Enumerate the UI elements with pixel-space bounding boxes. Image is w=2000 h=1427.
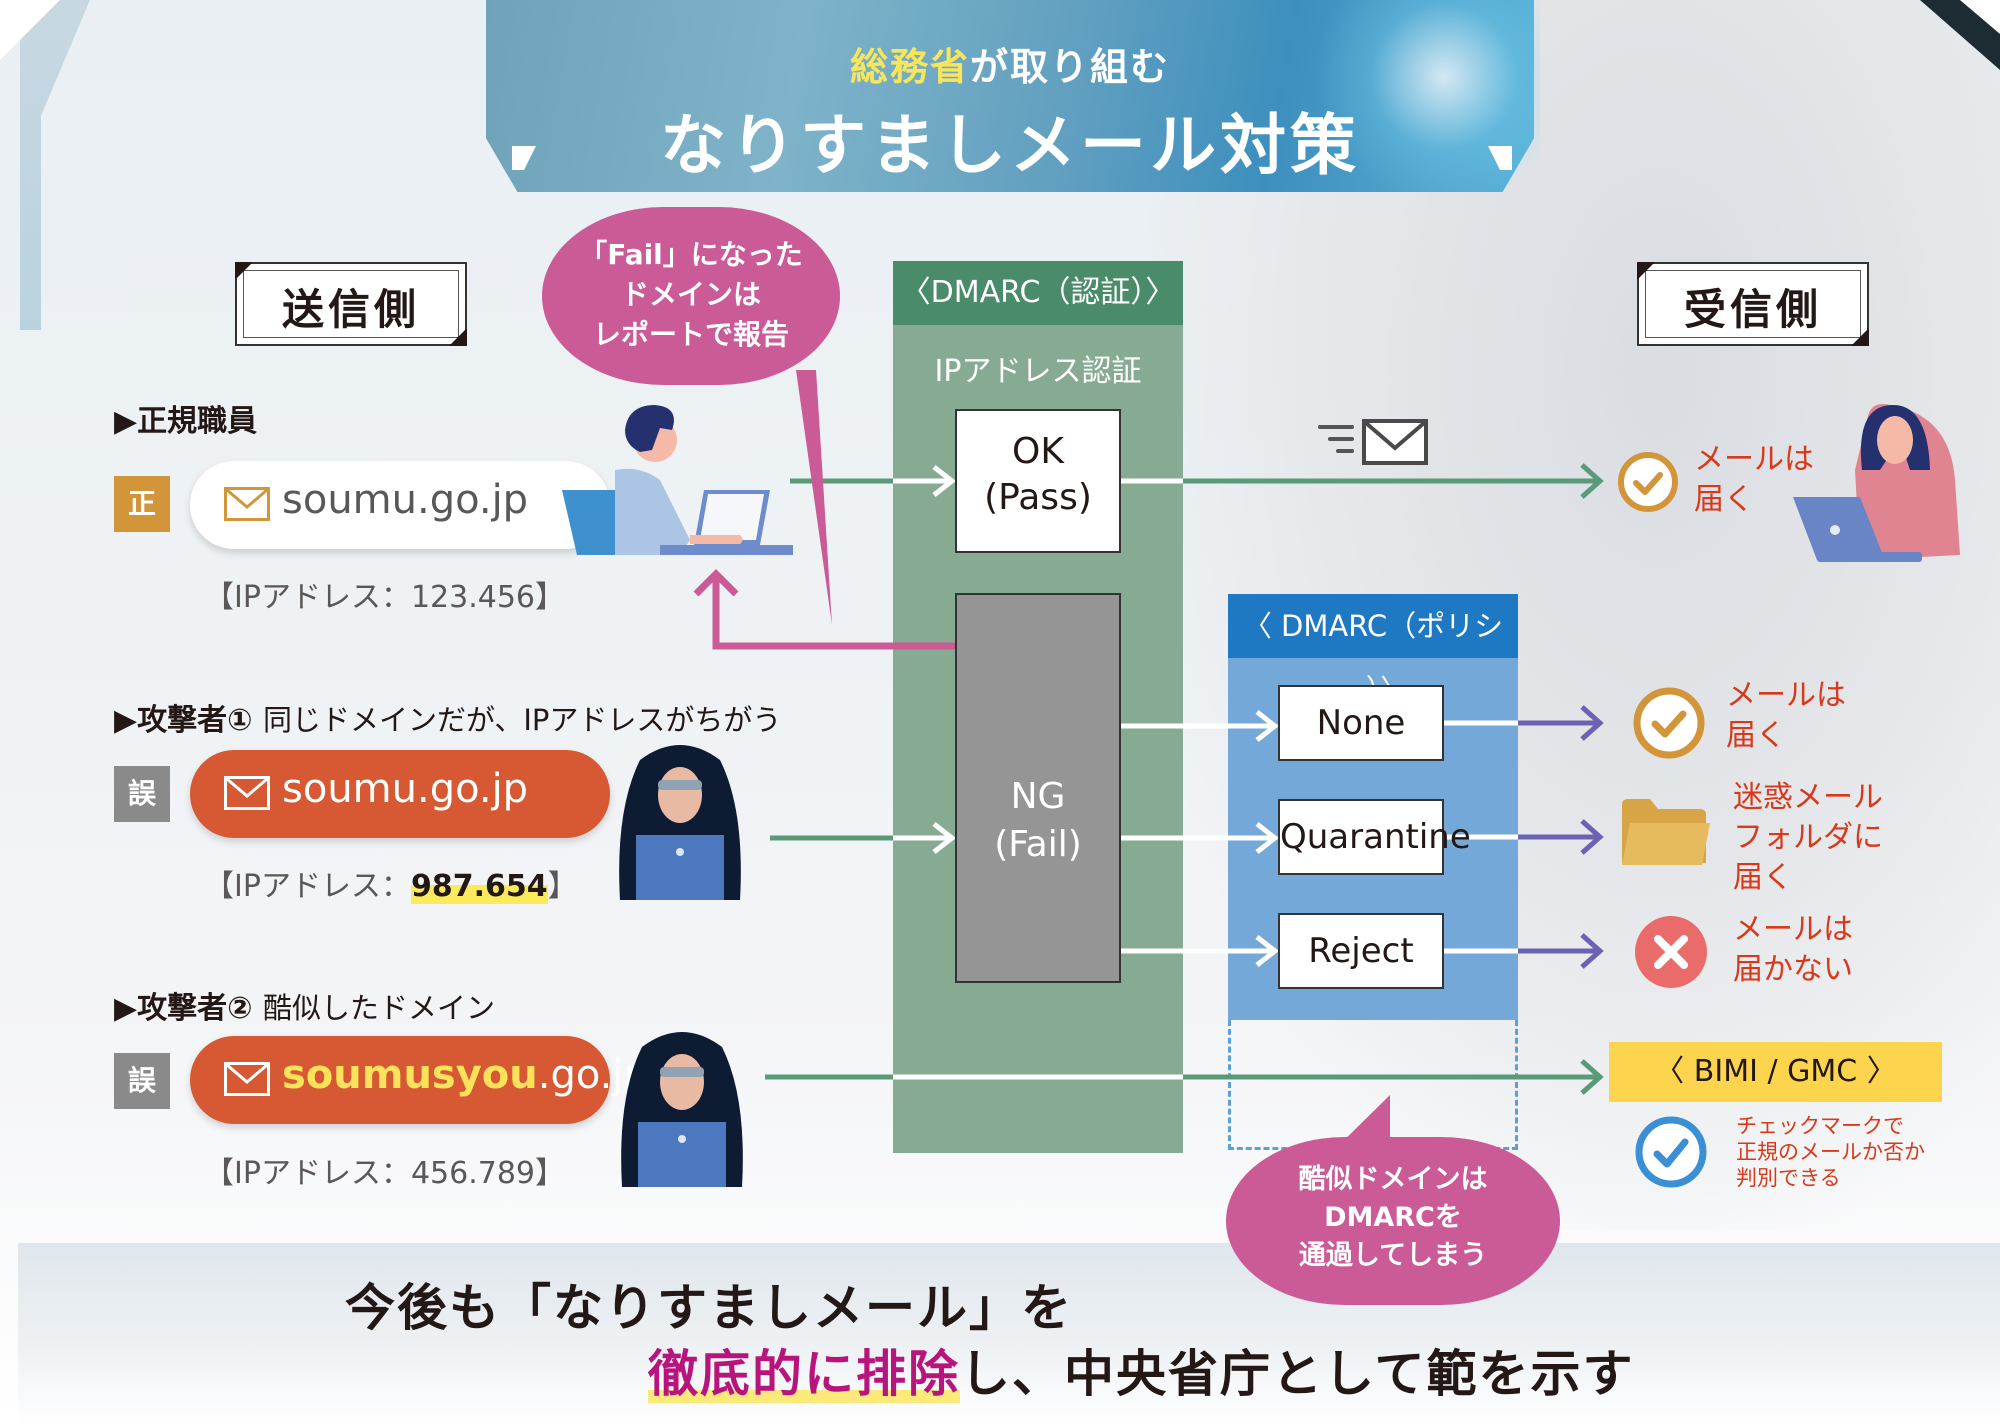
sender-side-text: 送信側 bbox=[281, 285, 420, 334]
banner-triangle-right bbox=[1488, 146, 1512, 170]
attacker-2-ip-address: 【IPアドレス：456.789】 bbox=[204, 1156, 566, 1191]
reject-result-text: メールは届かない bbox=[1733, 912, 1853, 987]
folder-icon bbox=[1622, 799, 1710, 865]
corner-triangle-top-left bbox=[0, 0, 60, 60]
receiver-side-text: 受信側 bbox=[1683, 285, 1822, 334]
receiver-illustration bbox=[1793, 404, 1960, 562]
report-arrow bbox=[712, 575, 955, 650]
sent-mail-icon bbox=[1318, 419, 1428, 465]
legit-domain: soumu.go.jp bbox=[282, 477, 529, 523]
receiver-side-label: 受信側 bbox=[1637, 262, 1869, 346]
bimi-description: チェックマークで正規のメールか否か判別できる bbox=[1736, 1114, 1925, 1190]
x-circle-icon bbox=[1635, 916, 1707, 988]
attacker-1-illustration bbox=[619, 745, 741, 900]
check-circle-icon bbox=[1633, 687, 1705, 759]
footer-line-1: 今後も「なりすましメール」を bbox=[345, 1279, 1073, 1337]
dmarc-auth-header: 〈DMARC（認証）〉 bbox=[893, 261, 1183, 325]
ok-pass-box: OK(Pass) bbox=[955, 409, 1121, 553]
similar-domain-highlight: soumusyou bbox=[282, 1052, 538, 1098]
bubble-tail-report bbox=[796, 370, 832, 625]
attacker-1-domain: soumu.go.jp bbox=[282, 766, 529, 812]
policy-none-box: None bbox=[1278, 685, 1444, 761]
arrowhead bbox=[1255, 935, 1280, 967]
arrowhead bbox=[693, 569, 739, 597]
footer-band bbox=[18, 1243, 2000, 1427]
bimi-gmc-label: 〈 BIMI / GMC 〉 bbox=[1609, 1042, 1942, 1102]
legit-ip-address: 【IPアドレス：123.456】 bbox=[204, 580, 566, 615]
envelope-icon bbox=[224, 487, 270, 521]
none-result-text: メールは届く bbox=[1726, 678, 1846, 753]
sender-side-label: 送信側 bbox=[235, 262, 467, 346]
arrowhead bbox=[932, 465, 957, 497]
arrowhead bbox=[1580, 463, 1604, 499]
envelope-icon bbox=[224, 776, 270, 810]
arrowhead bbox=[1580, 1059, 1604, 1095]
report-speech-bubble: 「Fail」になったドメインはレポートで報告 bbox=[542, 207, 840, 385]
ip-auth-label: IPアドレス認証 bbox=[934, 354, 1142, 389]
arrowhead bbox=[1580, 705, 1604, 741]
ip-highlight: 987.654 bbox=[410, 869, 548, 904]
sender-heading-attacker-2: ▶攻撃者② 酷似したドメイン bbox=[114, 991, 495, 1026]
arrowhead bbox=[1255, 710, 1280, 742]
header-subtitle-highlight: 総務省 bbox=[849, 45, 970, 89]
footer-line-2: 徹底的に排除し、中央省庁として範を示す bbox=[648, 1345, 1635, 1403]
policy-quarantine-box: Quarantine bbox=[1278, 799, 1471, 875]
header-subtitle: 総務省が取り組む bbox=[486, 36, 1534, 91]
quarantine-result-text: 迷惑メールフォルダに届く bbox=[1733, 780, 1883, 895]
sender-heading-attacker-1: ▶攻撃者① 同じドメインだが、IPアドレスがちがう bbox=[114, 703, 782, 738]
policy-reject-box: Reject bbox=[1278, 913, 1444, 989]
envelope-icon bbox=[224, 1062, 270, 1096]
blue-check-circle-icon bbox=[1635, 1116, 1707, 1188]
arrowhead bbox=[1580, 933, 1604, 969]
banner-triangle-left bbox=[512, 146, 536, 170]
legit-badge: 正 bbox=[114, 476, 170, 532]
ng-fail-box: NG(Fail) bbox=[955, 593, 1121, 983]
attacker-2-illustration bbox=[621, 1032, 743, 1187]
attacker-2-domain: soumusyou.go.jp bbox=[282, 1052, 649, 1098]
footer-emphasis: 徹底的に排除 bbox=[648, 1345, 960, 1403]
arrowhead bbox=[1580, 819, 1604, 855]
arrowhead bbox=[932, 822, 957, 854]
page-title: なりすましメール対策 bbox=[660, 107, 1360, 184]
legit-email-pill: soumu.go.jp bbox=[190, 461, 610, 549]
header-subtitle-rest: が取り組む bbox=[970, 45, 1171, 89]
attacker-2-badge: 誤 bbox=[114, 1053, 170, 1109]
arrowhead bbox=[1255, 822, 1280, 854]
attacker-1-badge: 誤 bbox=[114, 766, 170, 822]
check-circle-icon bbox=[1618, 452, 1678, 512]
legit-result-text: メールは届く bbox=[1694, 442, 1814, 517]
legit-sender-illustration bbox=[562, 405, 793, 555]
attacker-1-ip-address: 【IPアドレス：987.654】 bbox=[204, 869, 578, 904]
attacker-2-email-pill: soumusyou.go.jp bbox=[190, 1036, 649, 1124]
attacker-1-email-pill: soumu.go.jp bbox=[190, 750, 610, 838]
sender-heading-legit: ▶正規職員 bbox=[114, 404, 258, 439]
